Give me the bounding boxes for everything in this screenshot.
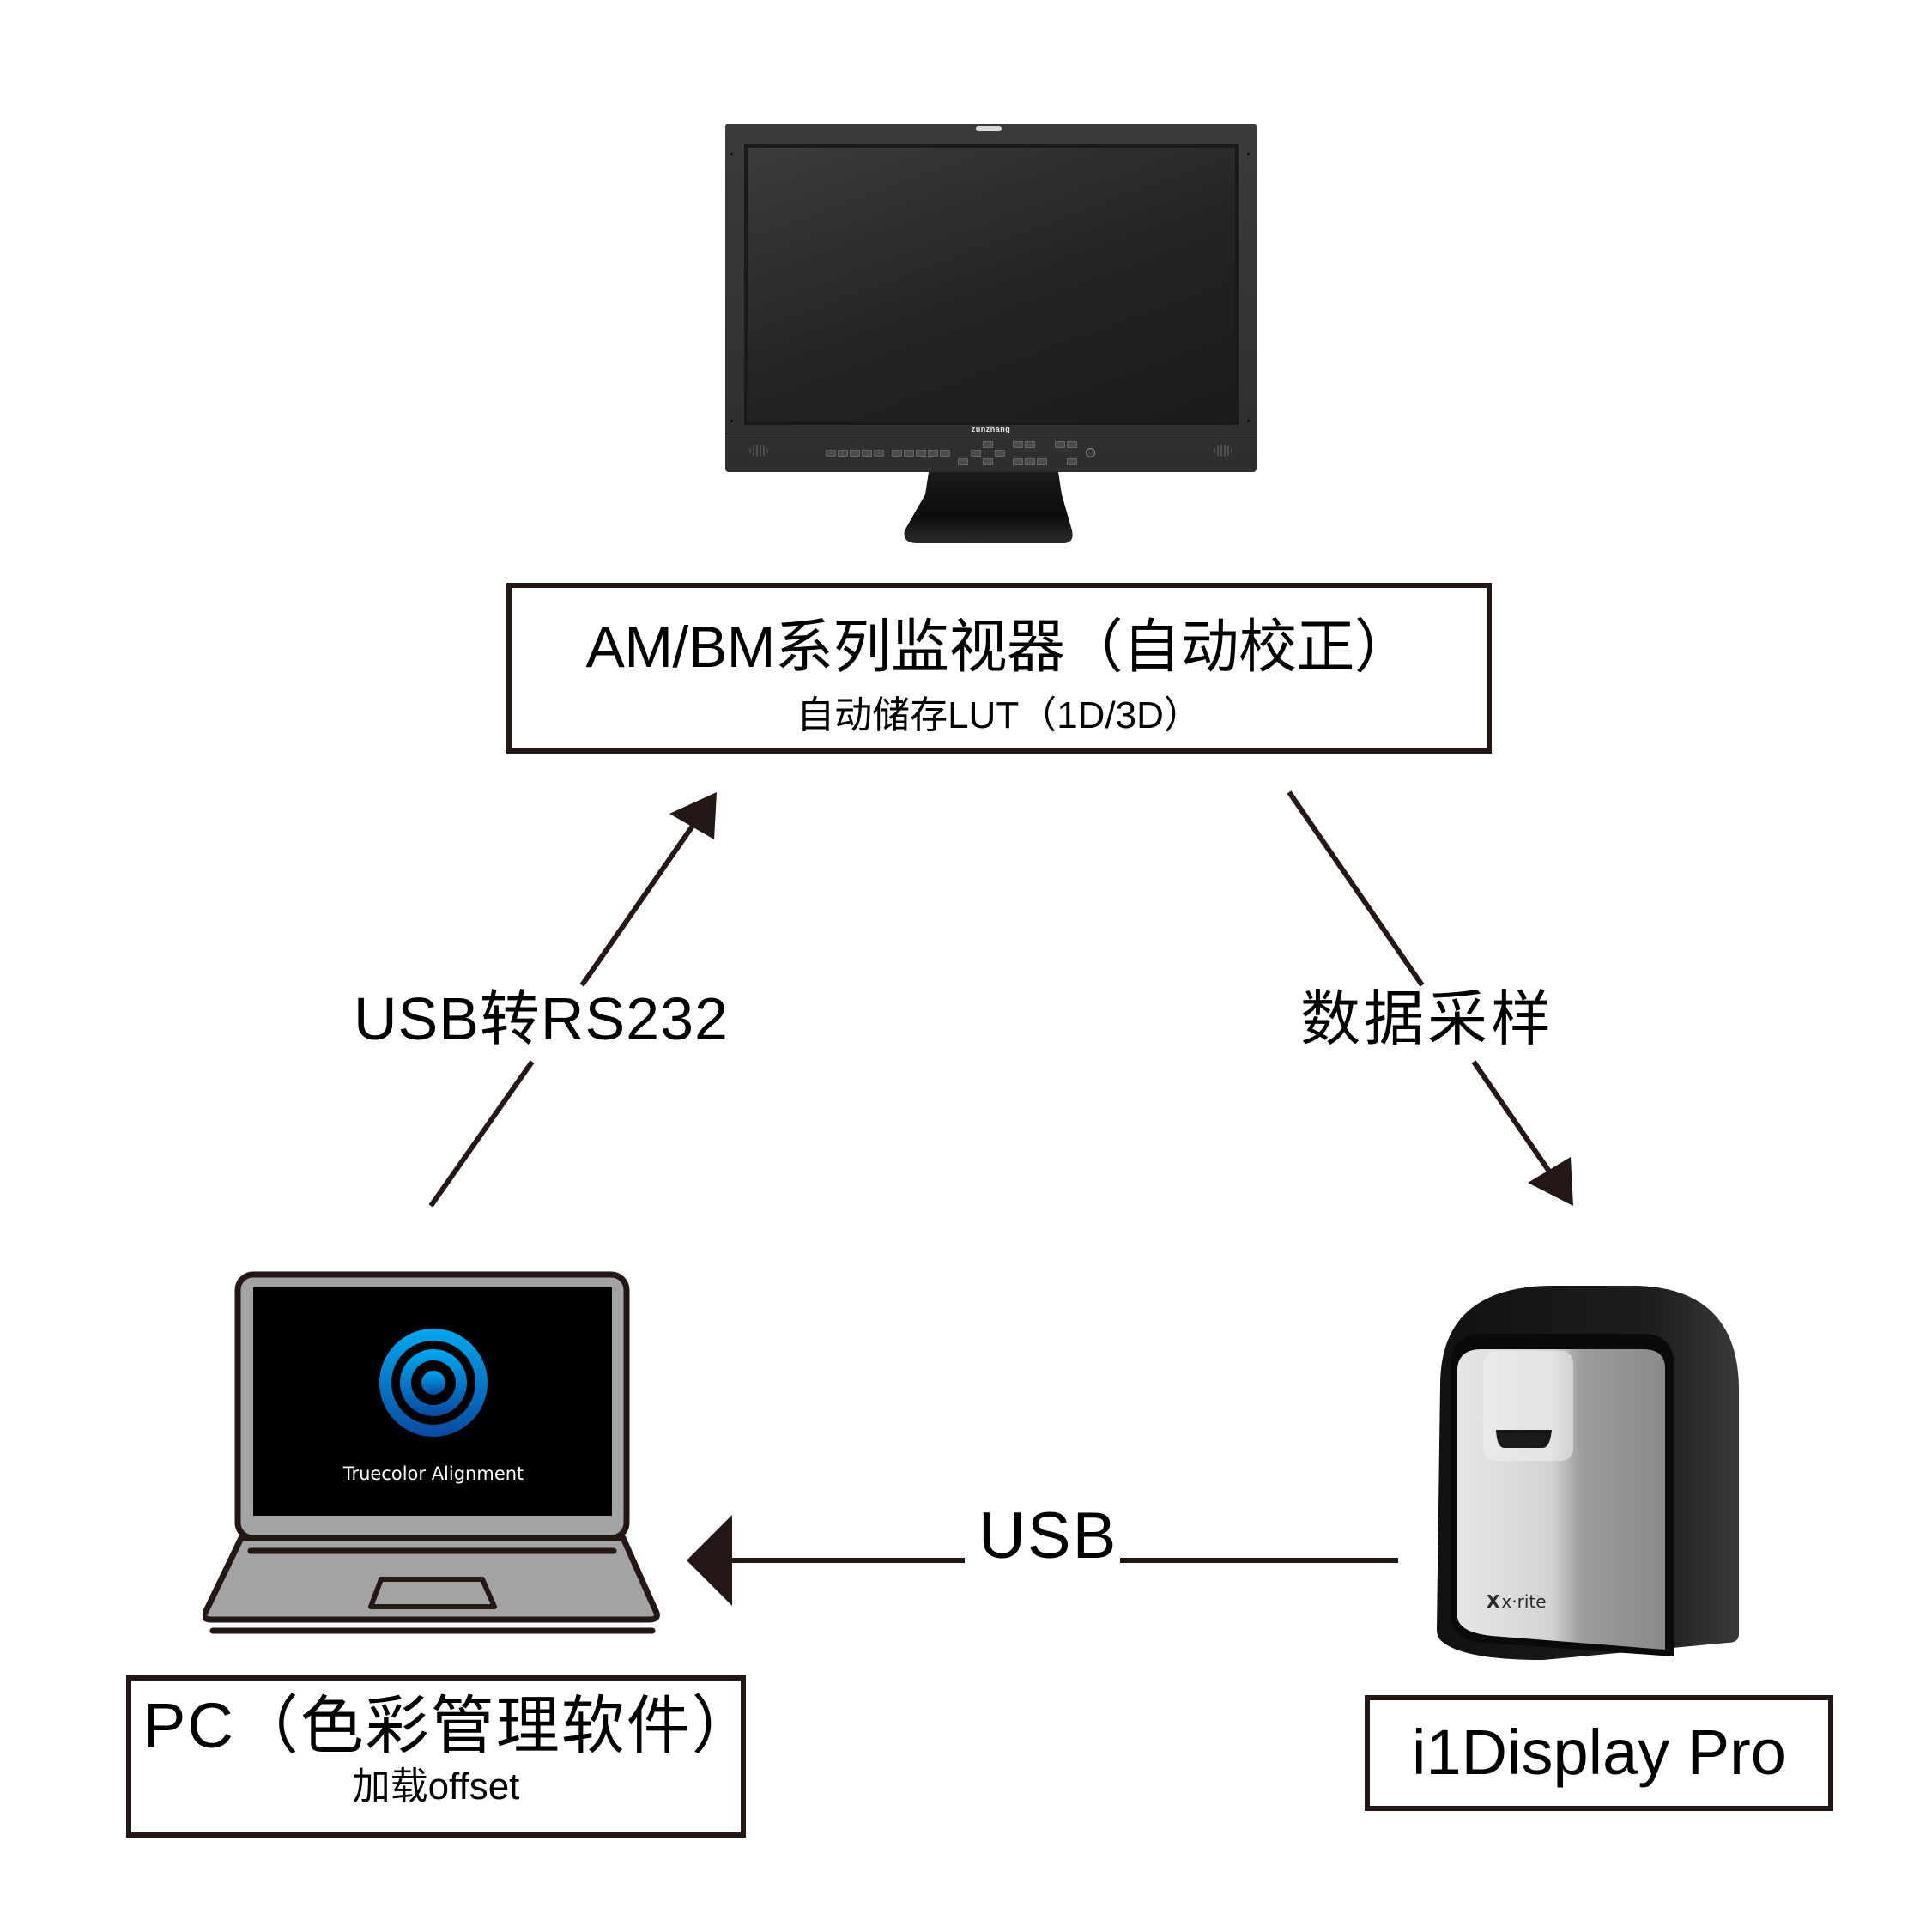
monitor-button	[1025, 441, 1035, 448]
sensor-slot	[1496, 1430, 1552, 1448]
calibrator-label-box: i1Display Pro	[1365, 1695, 1833, 1811]
monitor-button	[995, 450, 1005, 457]
monitor-subtitle: 自动储存LUT（1D/3D）	[796, 694, 1202, 736]
monitor-brand-logo: zunzhang	[971, 425, 1011, 433]
arrow-calibrator-to-pc	[687, 1515, 1398, 1606]
monitor-button	[983, 458, 993, 465]
screw-dot	[1247, 153, 1250, 155]
calibrator-body	[1437, 1286, 1739, 1660]
monitor-top-sensor	[976, 126, 1002, 131]
monitor-button	[838, 450, 848, 457]
monitor-stand	[904, 472, 1073, 543]
monitor-button	[1013, 458, 1023, 465]
xrite-mark-icon: X	[1487, 1591, 1500, 1612]
arrow-head	[687, 1515, 732, 1606]
monitor-title: AM/BM系列监视器（自动校正）	[585, 615, 1413, 680]
monitor-button	[904, 450, 914, 457]
monitor-button	[1037, 458, 1047, 465]
monitor-button	[874, 450, 884, 457]
monitor-button	[826, 450, 836, 457]
monitor-button	[1055, 441, 1065, 448]
pc-label-box: PC（色彩管理软件） 加载offset	[126, 1675, 757, 1838]
monitor-illustration: zunzhang	[725, 124, 1257, 548]
monitor-button	[916, 450, 926, 457]
monitor-button	[1067, 441, 1077, 448]
speaker-grille-right	[1214, 445, 1232, 457]
monitor-button	[892, 450, 902, 457]
pc-title: PC（色彩管理软件）	[143, 1690, 757, 1761]
screw-dot	[730, 153, 733, 155]
xrite-brand-text: x·rite	[1501, 1591, 1547, 1612]
arrow-line-upper	[1287, 790, 1425, 987]
monitor-button	[1067, 458, 1077, 465]
arrow-line-lower	[1471, 1060, 1556, 1179]
arrow-monitor-to-calibrator	[1287, 790, 1573, 1206]
arrow-line-upper	[579, 818, 700, 987]
connection-label-usb-rs232: USB转RS232	[354, 985, 729, 1052]
laptop-illustration: Truecolor Alignment	[203, 1271, 660, 1634]
app-target-icon	[379, 1329, 488, 1437]
monitor-button	[1013, 441, 1023, 448]
arrow-line-lower	[428, 1060, 535, 1208]
screw-dot	[1247, 420, 1250, 422]
monitor-button	[1025, 458, 1035, 465]
screw-dot	[730, 420, 733, 422]
monitor-label-box: AM/BM系列监视器（自动校正） 自动储存LUT（1D/3D）	[506, 583, 1492, 754]
connection-label-data-sampling: 数据采样	[1300, 985, 1554, 1052]
monitor-button	[958, 458, 968, 465]
monitor-button	[971, 450, 981, 457]
monitor-button	[928, 450, 938, 457]
calibrator-title: i1Display Pro	[1412, 1717, 1786, 1788]
arrow-pc-to-monitor	[428, 792, 717, 1208]
arrow-head	[1528, 1157, 1573, 1206]
monitor-button	[983, 441, 993, 448]
pc-subtitle: 加载offset	[352, 1765, 520, 1808]
speaker-grille-left	[749, 445, 768, 457]
connection-label-usb: USB	[978, 1499, 1118, 1572]
app-name-text: Truecolor Alignment	[342, 1463, 524, 1484]
monitor-button	[862, 450, 872, 457]
power-icon	[1086, 448, 1095, 457]
monitor-button	[850, 450, 860, 457]
monitor-button	[940, 450, 950, 457]
monitor-screen	[744, 144, 1239, 425]
laptop-trackpad	[368, 1577, 497, 1609]
arrow-head	[669, 792, 717, 839]
monitor-bezel: zunzhang	[725, 124, 1257, 472]
